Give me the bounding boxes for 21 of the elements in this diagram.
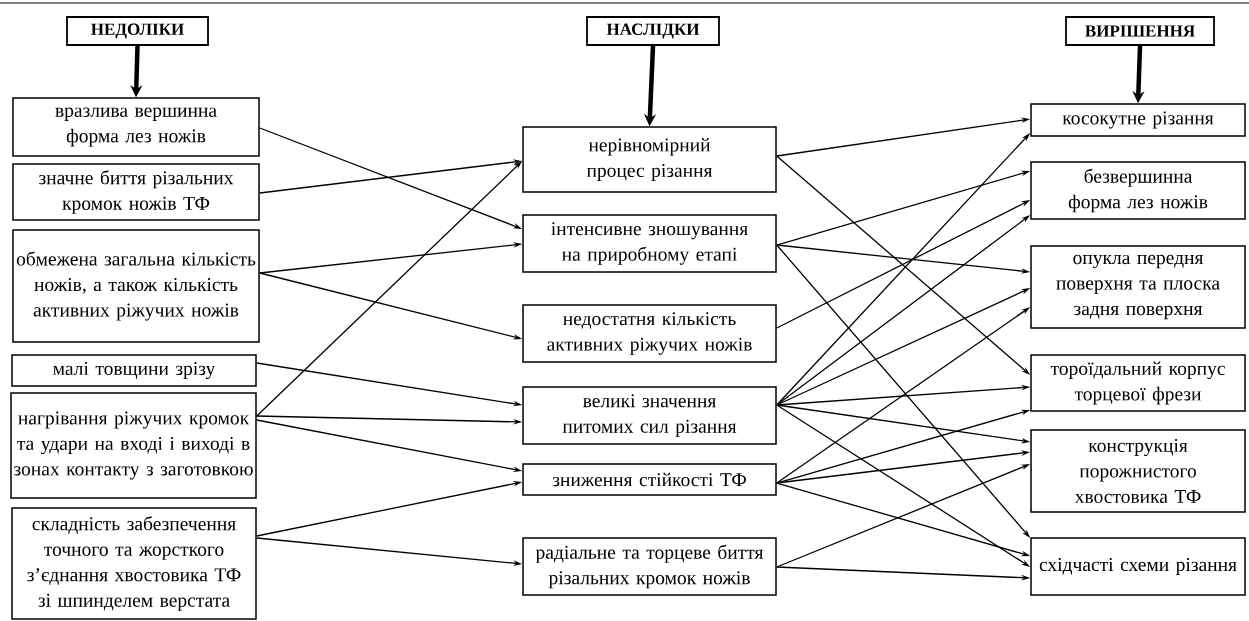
text-box: значне биття різальних кромок ножів ТФ <box>12 163 260 221</box>
text-box: нагрівання ріжучих кромок та удари на вході і виході в зонах контакту з заготовкою <box>10 392 257 499</box>
text-box: східчасті схеми різання <box>1030 537 1246 596</box>
text-box: складність забезпечення точного та жорсткого з’єднання хвостовика ТФ зі шпинделем верстата <box>11 507 257 620</box>
text-box: тороїдальний корпус торцевої фрези <box>1030 354 1246 412</box>
text-box: вразлива вершинна форма лез ножів <box>12 97 260 157</box>
text-box: обмежена загальна кількість ножів, а також кількість активних ріжучих ножів <box>12 229 260 343</box>
text-box: малі товщини зрізу <box>11 354 257 387</box>
text-box: великі значення питомих сил різання <box>522 386 777 445</box>
text-box: опукла передня поверхня та плоска задня поверхня <box>1030 245 1246 329</box>
text-box: конструкція порожнистого хвостовика ТФ <box>1030 429 1246 513</box>
text-box: радіальне та торцеве биття різальних кромок ножів <box>522 537 777 596</box>
heading-box: ВИРІШЕННЯ <box>1065 16 1215 46</box>
text-box: недостатня кількість активних ріжучих ножів <box>522 304 777 363</box>
text-box: безвершинна форма лез ножів <box>1030 161 1246 220</box>
text-box: зниження стійкості ТФ <box>522 463 777 496</box>
text-box: косокутне різання <box>1030 103 1246 137</box>
heading-box: НАСЛІДКИ <box>586 16 720 46</box>
heading-box: НЕДОЛІКИ <box>66 16 209 46</box>
text-box: інтенсивне зношування на приробному етапі <box>522 214 777 273</box>
text-box: нерівномірний процес різання <box>522 126 777 193</box>
